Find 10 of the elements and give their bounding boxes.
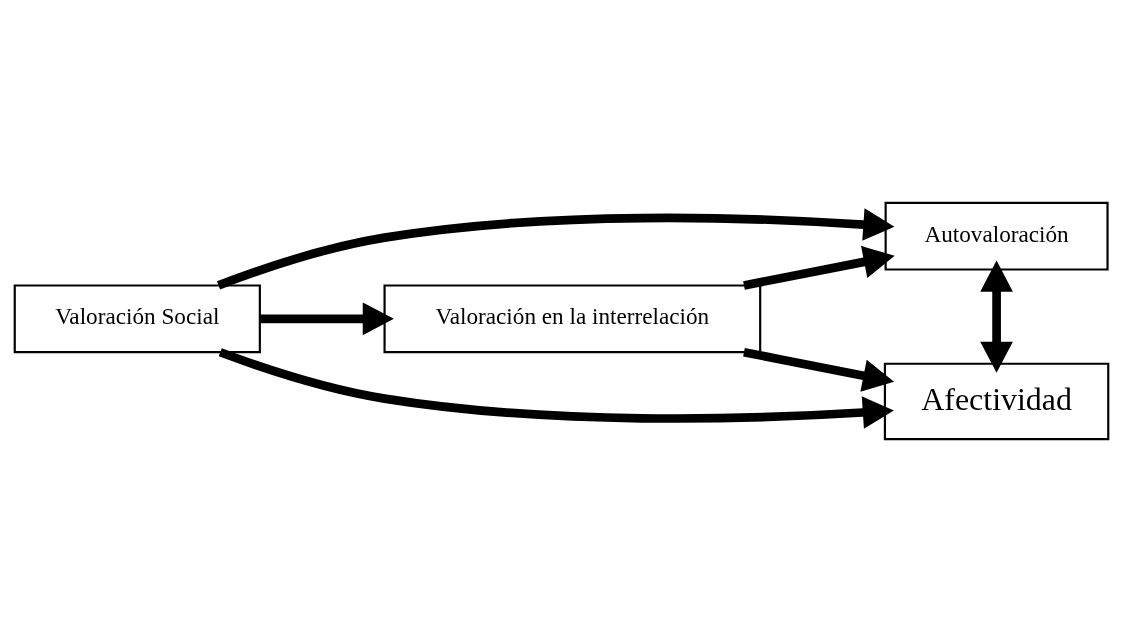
node-box: Afectividad xyxy=(883,362,1110,441)
node-box: Valoración en la interrelación xyxy=(383,284,762,354)
node-box: Valoración Social xyxy=(13,284,261,354)
arrow xyxy=(743,347,895,392)
node-box: Autovaloración xyxy=(884,201,1109,271)
arrow xyxy=(980,260,1013,373)
arrow xyxy=(218,348,894,429)
arrow xyxy=(260,302,394,336)
arrow xyxy=(216,208,895,290)
arrow xyxy=(743,245,895,290)
